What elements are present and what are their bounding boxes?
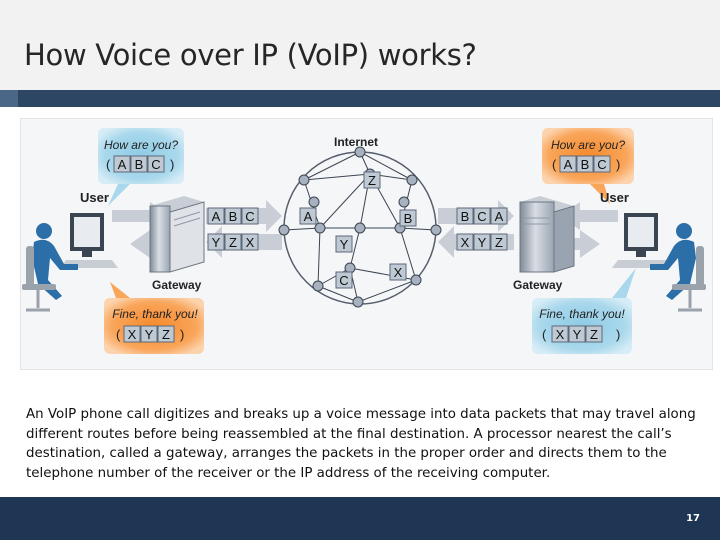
packet-label: A	[495, 209, 504, 224]
title-underline-accent	[0, 90, 18, 107]
paren-open: (	[542, 327, 547, 342]
packet-label: B	[229, 209, 238, 224]
packet-label: Y	[573, 327, 582, 342]
page-title: How Voice over IP (VoIP) works?	[24, 38, 477, 72]
bubble-packets: X Y Z	[123, 325, 175, 343]
voip-diagram: How are you? ( ) A B C How are you? ( ) …	[22, 128, 706, 354]
packet-label: A	[304, 209, 313, 224]
right-outgoing-packets: X Y Z	[456, 233, 508, 251]
footer-bar	[0, 497, 720, 540]
packet-label: B	[581, 157, 590, 172]
bubble-top-right: How are you? ( ) A B C	[542, 128, 634, 204]
right-gateway-label: Gateway	[513, 278, 563, 292]
left-outgoing-packets: A B C	[207, 207, 259, 225]
packet-label: X	[128, 327, 137, 342]
paren-close: )	[180, 327, 184, 342]
packet-label: A	[118, 157, 127, 172]
packet-label: B	[135, 157, 144, 172]
packet-label: B	[404, 211, 413, 226]
person-icon	[36, 223, 52, 239]
packet-label: Y	[478, 235, 487, 250]
packet-label: Y	[340, 237, 349, 252]
title-underline-bar	[0, 90, 720, 107]
bubble-bottom-left: Fine, thank you! ( ) X Y Z	[104, 282, 204, 354]
packet-label: C	[477, 209, 486, 224]
packet-label: Z	[368, 173, 376, 188]
packet-label: Y	[212, 235, 221, 250]
right-user-figure	[612, 213, 706, 312]
paren-close: )	[170, 157, 174, 172]
packet-label: Y	[145, 327, 154, 342]
left-gateway-server-icon	[149, 196, 205, 273]
bubble-packets: A B C	[113, 155, 165, 173]
network-packets: Z A B Y C X	[299, 171, 417, 289]
paren-close: )	[616, 157, 620, 172]
packet-label: C	[597, 157, 606, 172]
packet-label: C	[245, 209, 254, 224]
title-band	[0, 0, 720, 90]
right-gateway-server-icon	[519, 196, 575, 273]
paren-open: (	[552, 157, 557, 172]
packet-label: X	[394, 265, 403, 280]
internet-label: Internet	[334, 135, 378, 149]
packet-label: X	[556, 327, 565, 342]
packet-label: B	[461, 209, 470, 224]
packet-label: C	[151, 157, 160, 172]
packet-label: C	[339, 273, 348, 288]
bubble-text: How are you?	[104, 138, 178, 152]
bubble-packets: A B C	[559, 155, 611, 173]
diagram-caption: An VoIP phone call digitizes and breaks …	[26, 407, 696, 481]
left-incoming-packets: Y Z X	[207, 233, 259, 251]
paren-open: (	[116, 327, 121, 342]
bubble-text: How are you?	[551, 138, 625, 152]
bubble-text: Fine, thank you!	[112, 307, 198, 321]
packet-label: Z	[229, 235, 237, 250]
right-user-label: User	[600, 190, 629, 205]
right-incoming-packets: B C A	[456, 207, 508, 225]
paren-close: )	[616, 327, 620, 342]
packet-label: A	[564, 157, 573, 172]
left-user-label: User	[80, 190, 109, 205]
person-icon	[676, 223, 692, 239]
left-gateway-label: Gateway	[152, 278, 202, 292]
bubble-text: Fine, thank you!	[539, 307, 625, 321]
packet-label: Z	[590, 327, 598, 342]
packet-label: Z	[162, 327, 170, 342]
bubble-packets: X Y Z	[551, 325, 603, 343]
packet-label: X	[246, 235, 255, 250]
packet-label: Z	[495, 235, 503, 250]
network-nodes	[278, 146, 442, 308]
internet-network: Z A B Y C X	[278, 146, 442, 308]
bubble-top-left: How are you? ( ) A B C	[98, 128, 184, 206]
paren-open: (	[106, 157, 111, 172]
page-number: 17	[686, 513, 700, 524]
packet-label: X	[461, 235, 470, 250]
bubble-bottom-right: Fine, thank you! ( ) X Y Z	[532, 268, 636, 354]
packet-label: A	[212, 209, 221, 224]
left-user-figure	[22, 213, 118, 312]
